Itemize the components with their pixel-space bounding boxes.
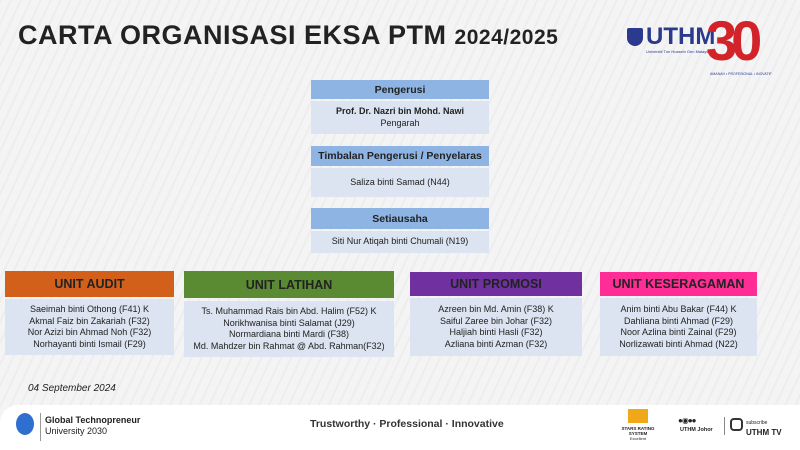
uthm-wordmark: UTHM: [646, 23, 716, 50]
member-name: Saiful Zaree bin Johar (F32): [439, 315, 553, 326]
uthm-logo: UTHM Universiti Tun Hussein Onn Malaysia…: [622, 9, 787, 76]
gtu-line1: Global Technopreneur: [45, 415, 141, 425]
member-name: Dahliana binti Ahmad (F29): [623, 315, 734, 326]
member-name: Md. Mahdzer bin Rahmat @ Abd. Rahman(F32…: [193, 340, 385, 351]
unit-header: UNIT PROMOSI: [410, 272, 582, 296]
divider: [40, 413, 41, 441]
member-name: Norikhwanisa binti Salamat (J29): [223, 317, 355, 328]
member-name: Anim binti Abu Bakar (F44) K: [620, 304, 737, 314]
unit-latihan: UNIT LATIHAN Ts. Muhammad Rais bin Abd. …: [184, 271, 394, 357]
member-name: Siti Nur Atiqah binti Chumali (N19): [311, 231, 489, 253]
member-title: Pengarah: [380, 117, 420, 128]
member-name: Ts. Muhammad Rais bin Abd. Halim (F52) K: [201, 306, 377, 316]
member-name: Azliana binti Azman (F32): [444, 338, 548, 349]
unit-members: Ts. Muhammad Rais bin Abd. Halim (F52) K…: [184, 301, 394, 357]
youtube-icon[interactable]: [730, 418, 743, 431]
motto: Trustworthy · Professional · Innovative: [310, 418, 504, 430]
stars-sub: Excellent: [629, 436, 647, 441]
setiausaha-box: Setiausaha Siti Nur Atiqah binti Chumali…: [311, 208, 489, 253]
unit-header: UNIT LATIHAN: [184, 271, 394, 298]
social-handle[interactable]: UTHM Johor: [680, 427, 713, 433]
member-name: Prof. Dr. Nazri bin Mohd. Nawi: [335, 106, 464, 116]
stars-icon: [628, 409, 648, 423]
pengerusi-box: Pengerusi Prof. Dr. Nazri bin Mohd. Nawi…: [311, 80, 489, 134]
uthm-crest-icon: [627, 28, 643, 46]
subscribe-label: subscribe: [746, 420, 768, 426]
member-name: Normardiana binti Mardi (F38): [228, 329, 350, 339]
page-title: CARTA ORGANISASI EKSA PTM 2024/2025: [18, 20, 559, 50]
gtu-logo-icon: [16, 413, 34, 435]
role-header: Timbalan Pengerusi / Penyelaras: [311, 146, 489, 166]
member-name: Saeimah binti Othong (F41) K: [29, 304, 150, 314]
tagline: AMANAH • PROFESIONAL • INOVATIF: [710, 72, 772, 76]
unit-header: UNIT AUDIT: [5, 271, 174, 297]
member-name: Saliza binti Samad (N44): [311, 168, 489, 197]
role-header: Setiausaha: [311, 208, 489, 229]
divider: [724, 417, 725, 435]
stars-label: STARS RATING SYSTEM: [621, 426, 655, 436]
member-name: Akmal Faiz bin Zakariah (F32): [29, 315, 150, 326]
timbalan-box: Timbalan Pengerusi / Penyelaras Saliza b…: [311, 146, 489, 197]
thirty-anniversary-mark: 30: [706, 9, 762, 72]
date-label: 04 September 2024: [28, 383, 116, 394]
member-name: Azreen bin Md. Amin (F38) K: [438, 304, 554, 314]
social-icons[interactable]: ●◉●●: [678, 416, 697, 425]
gtu-line2: University 2030: [45, 426, 108, 436]
stars-rating-badge: STARS RATING SYSTEM Excellent: [618, 409, 658, 441]
member-name: Nor Azizi bin Ahmad Noh (F32): [27, 327, 152, 337]
member-name: Norlizawati binti Ahmad (N22): [619, 338, 738, 349]
unit-promosi: UNIT PROMOSI Azreen bin Md. Amin (F38) K…: [410, 272, 582, 356]
unit-keseragaman: UNIT KESERAGAMAN Anim binti Abu Bakar (F…: [600, 272, 757, 356]
tv-label: UTHM TV: [746, 428, 782, 437]
unit-header: UNIT KESERAGAMAN: [600, 272, 757, 296]
role-header: Pengerusi: [311, 80, 489, 99]
member-name: Norhayanti binti Ismail (F29): [33, 338, 146, 349]
uthm-subtitle: Universiti Tun Hussein Onn Malaysia: [646, 49, 712, 54]
member-name: Haljiah binti Hasli (F32): [449, 327, 543, 337]
member-name: Noor Azlina binti Zainal (F29): [620, 327, 737, 337]
